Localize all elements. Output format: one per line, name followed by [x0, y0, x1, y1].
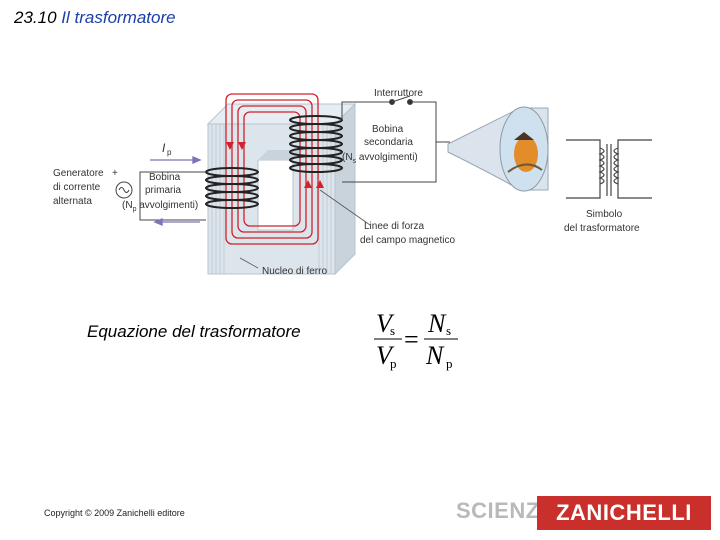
primary-coil-label-line2: primaria	[145, 185, 182, 196]
field-lines-label-line1: Linee di forza	[364, 221, 424, 232]
iron-core	[208, 104, 355, 274]
symbol-label-line1: Simbolo	[586, 209, 623, 220]
generator-label-line3: alternata	[53, 196, 92, 207]
generator-label-line2: di corrente	[53, 182, 101, 193]
lhs-denominator-sub: p	[390, 356, 397, 371]
rhs-denominator-sub: p	[446, 356, 453, 371]
lhs-numerator-sub: s	[390, 323, 395, 338]
rhs-denominator: N	[425, 341, 445, 370]
switch-label: Interruttore	[374, 88, 423, 99]
secondary-coil-label-line1: Bobina	[372, 124, 404, 135]
primary-coil-label-line3: (Np avvolgimenti)	[122, 200, 198, 213]
ac-source-icon	[116, 182, 132, 198]
tv-screen-icon	[448, 107, 548, 191]
equals-sign: =	[404, 325, 419, 354]
secondary-coil-label-line2: secondaria	[364, 137, 413, 148]
transformer-diagram: Generatore di corrente alternata + I p B…	[0, 0, 720, 300]
copyright-text: Copyright © 2009 Zanichelli editore	[44, 508, 185, 518]
generator-label-line1: Generatore	[53, 168, 104, 179]
primary-coil-label-line1: Bobina	[149, 172, 181, 183]
plus-sign: +	[112, 168, 118, 179]
current-symbol: I	[162, 141, 166, 155]
iron-core-label: Nucleo di ferro	[262, 266, 327, 277]
transformer-equation: V s V p = N s N p	[368, 304, 468, 376]
symbol-label-line2: del trasformatore	[564, 223, 640, 234]
transformer-symbol-icon	[566, 140, 652, 198]
field-lines-label-line2: del campo magnetico	[360, 235, 455, 246]
rhs-numerator-sub: s	[446, 323, 451, 338]
current-subscript: p	[167, 148, 172, 157]
brand-zanichelli-logo: ZANICHELLI	[537, 496, 711, 530]
equation-label: Equazione del trasformatore	[87, 322, 301, 342]
rhs-numerator: N	[427, 309, 447, 338]
